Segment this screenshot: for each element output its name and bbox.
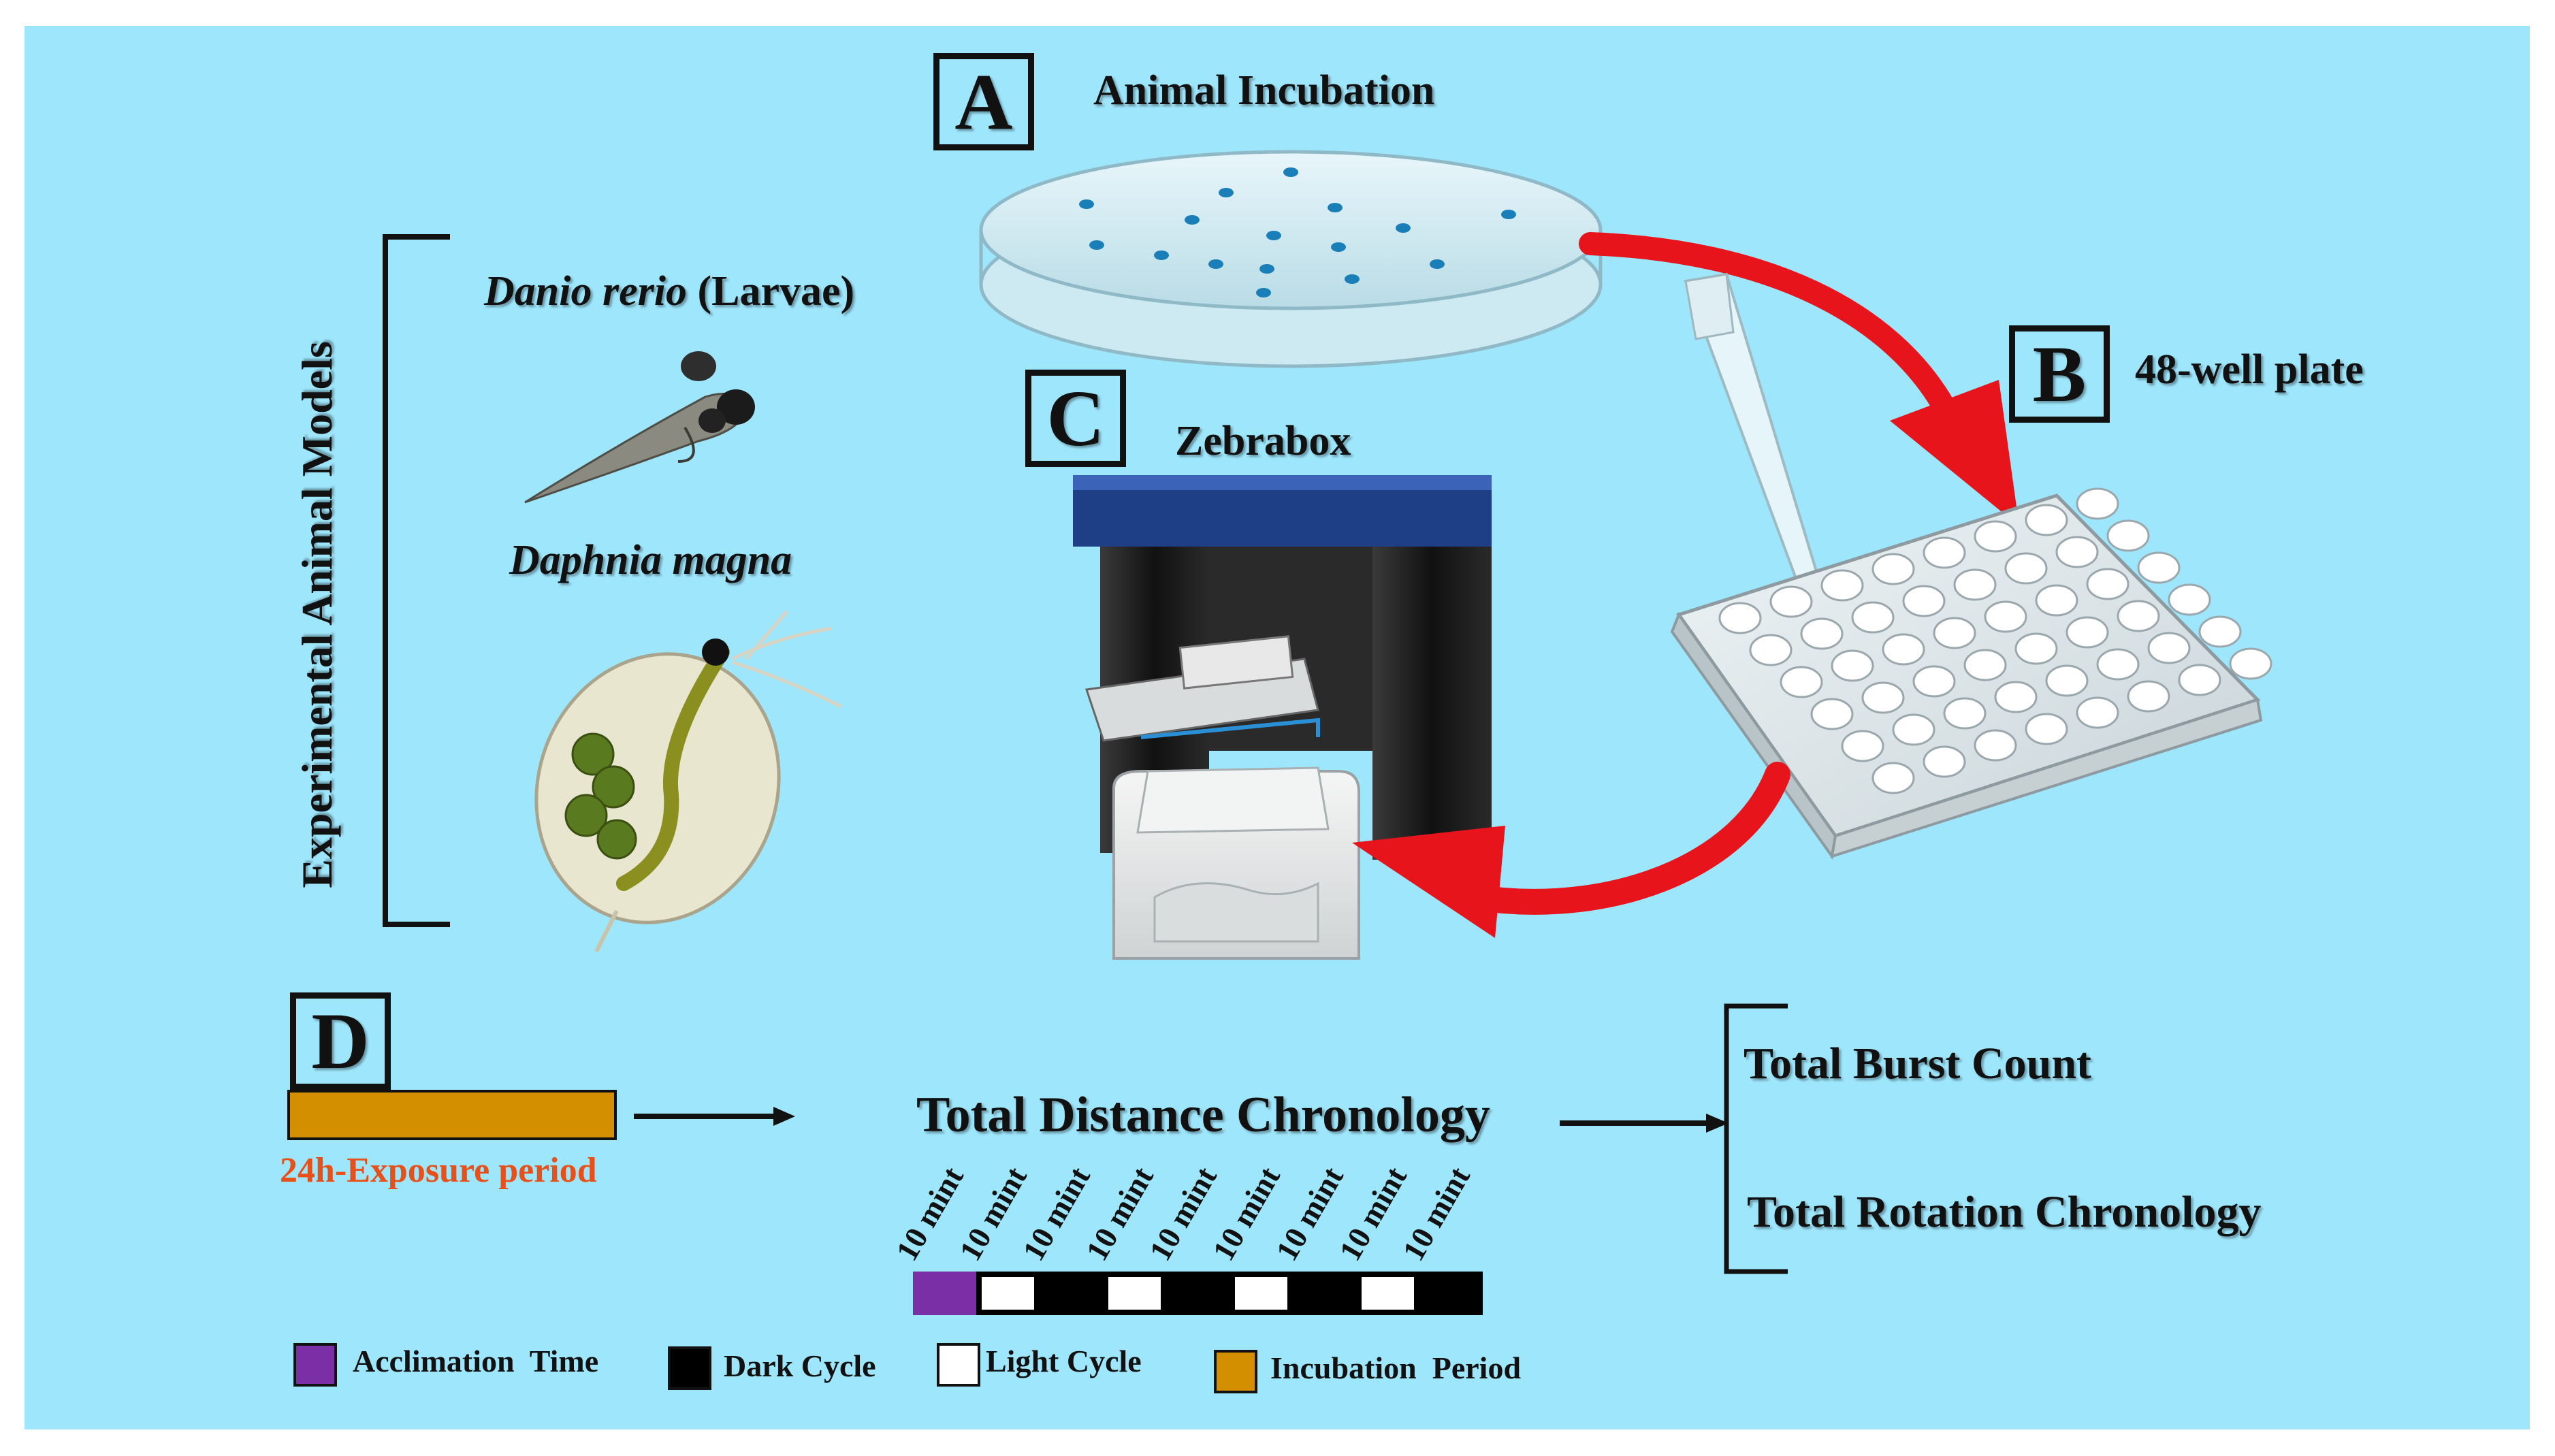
daphnia-species-name: Daphnia magna [509,537,792,583]
well-plate [1670,487,2272,860]
well [1861,681,1905,714]
timeline-segment-light [1108,1277,1161,1310]
panel-c-title: Zebrabox [1175,418,1351,464]
distance-chronology-title: Total Distance Chronology [916,1087,1490,1143]
well [2014,632,2058,665]
zebrafish-label: Danio rerio (Larvae) [484,268,854,316]
timeline-segment-light [1235,1277,1287,1310]
timeline-bar [913,1272,1483,1315]
well [1984,600,2027,633]
panel-letter-b: B [2009,325,2110,423]
panel-letter-a: A [933,53,1034,150]
legend-label-dark: Dark Cycle [724,1348,876,1383]
well [1820,569,1864,602]
well [2117,600,2160,632]
well [1841,730,1884,762]
legend-label-incubation: Incubation Period [1270,1350,1522,1385]
zebrabox-instrument [1073,475,1492,960]
outputs-bracket [1724,1003,1788,1274]
output-burst-count: Total Burst Count [1743,1039,2092,1088]
arrow-exposure-to-distance [634,1107,795,1126]
daphnia-label: Daphnia magna [509,536,792,585]
timeline-segment-light [1362,1277,1414,1310]
legend-swatch-incubation [1214,1350,1257,1393]
well [1953,568,1997,601]
well [2137,551,2181,584]
well [1963,649,2007,681]
well [1974,729,2017,762]
well [2076,487,2119,520]
panel-letter-c: C [1025,370,1126,467]
well [2004,552,2048,585]
output-rotation-chronology: Total Rotation Chronology [1747,1187,2262,1237]
arrow-distance-to-outputs [1560,1114,1729,1133]
well [2055,536,2099,568]
legend-label-acclimation: Acclimation Time [353,1344,599,1378]
arrow-plate-to-zebrabox [1352,762,1790,938]
panel-letter-d: D [290,992,391,1090]
exposure-bar [287,1090,617,1140]
well [2106,519,2150,552]
figure-panel: A Animal Incubation B 48-well plate C Ze… [25,26,2530,1429]
legend-swatch-dark [668,1346,711,1390]
well [1780,666,1823,698]
well [1923,745,1966,778]
well [1769,585,1813,618]
well [1800,617,1844,650]
well [1810,698,1854,730]
legend-label-light: Light Cycle [986,1344,1142,1378]
petri-dish [979,150,1603,368]
well [1902,585,1946,617]
illustration-layer [287,150,2272,1315]
well [1871,553,1915,585]
well [2198,615,2242,648]
well [1923,536,1966,569]
well [2025,713,2068,745]
daphnia-image [534,610,843,953]
well [2229,647,2272,680]
zebrafish-species-name: Danio rerio [484,268,687,314]
legend-swatch-light [937,1343,980,1387]
well [1974,520,2017,553]
well [2066,616,2109,649]
zebrafish-stage: (Larvae) [686,268,855,314]
well [1943,697,1987,730]
well [2035,584,2078,617]
models-title: Experimental Animal Models [293,341,341,888]
models-bracket [383,234,450,927]
timeline-segment-light [982,1277,1034,1310]
well [1851,601,1895,634]
well [2168,583,2211,616]
well [1831,649,1874,682]
timeline-segment-acclimation [913,1272,976,1315]
panel-b-title: 48-well plate [2135,346,2364,393]
well [1912,665,1956,698]
well [1882,633,1925,666]
well [1749,634,1793,666]
exposure-label: 24h-Exposure period [280,1151,597,1190]
well [2096,648,2140,681]
legend-swatch-acclimation [293,1343,337,1387]
well [1933,617,1976,649]
zebrafish-larva-image [524,351,755,504]
well [2076,696,2119,729]
well [2147,632,2191,664]
well [1994,681,2038,713]
well [2178,664,2221,696]
well [1871,762,1915,794]
panel-a-title: Animal Incubation [1093,67,1435,114]
well [2086,568,2130,600]
well [2127,680,2170,713]
well [2045,664,2089,697]
arrow-dish-to-plate [1579,232,2019,526]
well [1892,713,1935,746]
well [1718,602,1762,634]
well [2025,504,2068,536]
